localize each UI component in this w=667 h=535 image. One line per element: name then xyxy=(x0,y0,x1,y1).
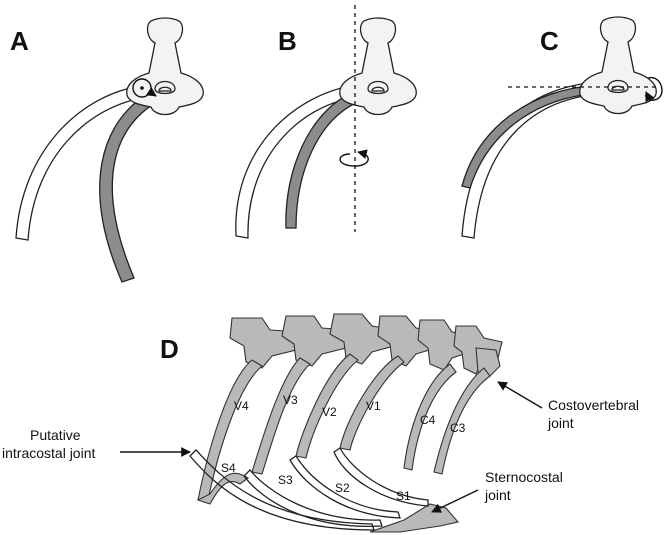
label-v1: V1 xyxy=(366,399,381,413)
callout-costovertebral-joint: Costovertebral joint xyxy=(498,382,639,431)
panel-b-label: B xyxy=(278,26,297,56)
label-c3: C3 xyxy=(450,421,466,435)
panel-c-label: C xyxy=(540,26,559,56)
panel-b-rib-rotated xyxy=(286,92,358,228)
label-v3: V3 xyxy=(283,393,298,407)
panel-d-rib-3 xyxy=(244,358,382,526)
panel-a-rib-resting xyxy=(16,86,142,240)
label-v4: V4 xyxy=(234,399,249,413)
panel-b-vertebra xyxy=(340,18,417,115)
panel-d: D xyxy=(2,314,639,532)
panel-b: B xyxy=(236,5,416,238)
label-s1: S1 xyxy=(396,489,411,503)
callout-putative-intracostal-joint: Putative intracostal joint xyxy=(2,427,190,461)
panel-d-sternum xyxy=(370,504,458,532)
label-s2: S2 xyxy=(335,481,350,495)
callout-costovertebral-line1: Costovertebral xyxy=(548,397,639,413)
callout-sternocostal-line1: Sternocostal xyxy=(485,469,563,485)
label-v2: V2 xyxy=(322,405,337,419)
callout-costovertebral-arrow-icon xyxy=(498,382,542,408)
panel-a: A xyxy=(10,18,203,282)
label-c4: C4 xyxy=(420,413,436,427)
panel-d-vertebral-column xyxy=(230,314,502,376)
panel-a-vertebra xyxy=(127,18,204,115)
callout-sternocostal-joint: Sternocostal joint xyxy=(432,469,563,512)
callout-costovertebral-line2: joint xyxy=(547,415,574,431)
callout-sternocostal-arrow-icon xyxy=(432,490,478,512)
panel-c-vertebra xyxy=(580,17,657,114)
panel-a-label: A xyxy=(10,26,29,56)
callout-sternocostal-line2: joint xyxy=(484,487,511,503)
label-s3: S3 xyxy=(278,473,293,487)
panel-c: C xyxy=(462,17,662,238)
panel-d-label: D xyxy=(160,334,179,364)
callout-putative-line1: Putative xyxy=(30,427,81,443)
panel-b-rotation-icon xyxy=(340,153,368,166)
panel-a-rib-rotated xyxy=(100,90,160,282)
callout-putative-line2: intracostal joint xyxy=(2,445,95,461)
panel-b-rotation-arrow-icon xyxy=(358,152,366,154)
label-s4: S4 xyxy=(221,461,236,475)
panel-a-axis-dot-icon xyxy=(140,86,144,90)
panel-c-rib-rotated xyxy=(462,86,592,188)
